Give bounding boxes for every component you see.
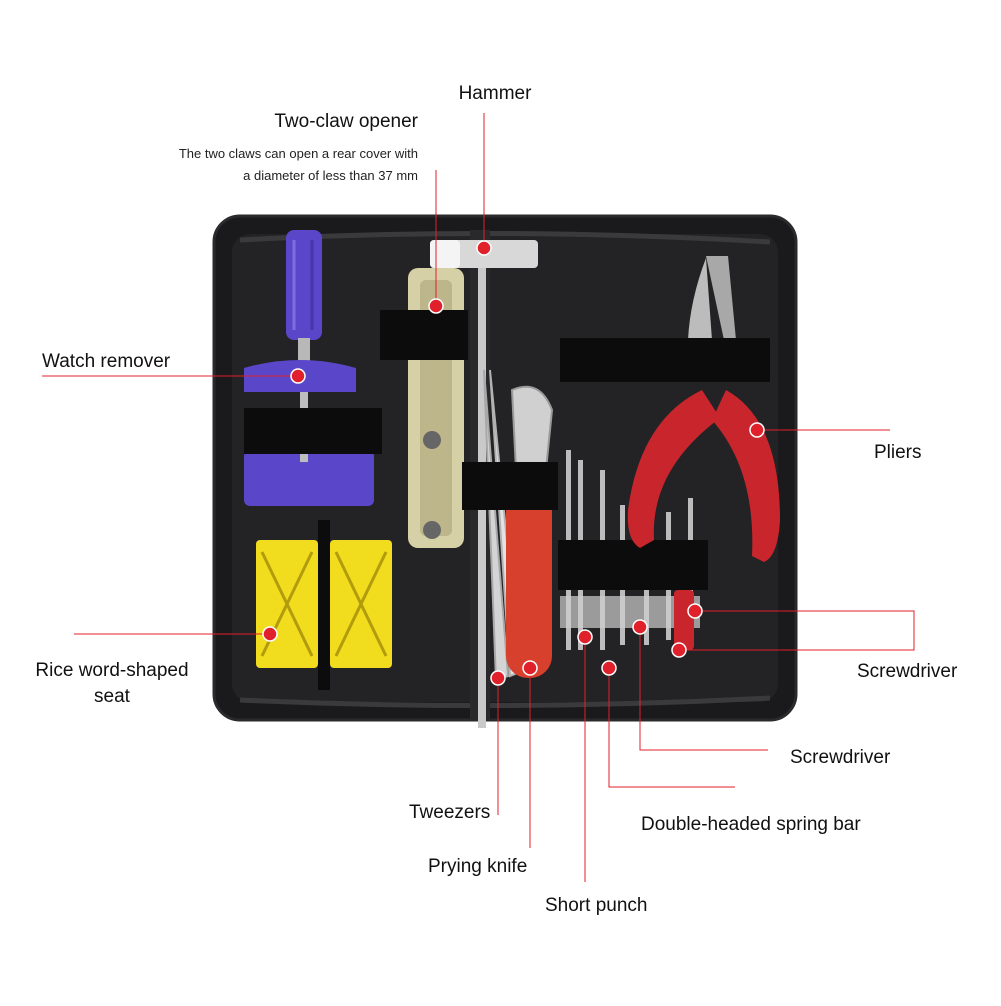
prying-knife-label: Prying knife [428,856,528,877]
screwdriver-right-callout-dot [687,603,703,619]
screwdriver-right-callout-dot-2 [671,642,687,658]
double-headed-spring-bar-label: Double-headed spring bar [641,814,861,835]
spring-bar-callout-dot [601,660,617,676]
rice-seat-callout-dot [262,626,278,642]
hammer-callout-dot [476,240,492,256]
screwdriver-lower-callout-line [639,627,768,751]
watch-remover-label: Watch remover [42,351,171,372]
prying-knife-callout-dot [522,660,538,676]
two-claw-opener-tool [380,268,468,548]
pliers-label: Pliers [874,442,922,463]
screwdriver-set [558,450,708,650]
screwdriver-lower-callout-dot [632,619,648,635]
screwdriver-label-lower: Screwdriver [790,747,891,768]
hammer-label: Hammer [458,83,532,104]
rice-seat-label-line2: seat [94,686,130,707]
zipper-bottom [239,695,771,709]
two-claw-opener-desc-line2: a diameter of less than 37 mm [243,168,418,183]
watch-remover-callout-dot [290,368,306,384]
pliers-callout-dot [749,422,765,438]
middle-strap [462,462,558,510]
rice-seat-label-line1: Rice word-shaped [35,660,189,681]
spring-bar-callout-line [608,668,735,788]
callout-dots [262,240,765,686]
rice-seat-tool [256,520,392,690]
short-punch-label: Short punch [545,895,648,916]
callout-lines [42,113,915,882]
short-punch-callout-dot [577,629,593,645]
tweezers-label: Tweezers [409,802,491,823]
tweezers-callout-dot [490,670,506,686]
screwdriver-label-right: Screwdriver [857,661,958,682]
screwdriver-right-callout-line [679,610,915,651]
two-claw-opener-desc-line1: The two claws can open a rear cover with [178,146,418,161]
two-claw-opener-callout-dot [428,298,444,314]
prying-knife-tool [506,385,554,678]
two-claw-opener-label: Two-claw opener [274,111,418,132]
